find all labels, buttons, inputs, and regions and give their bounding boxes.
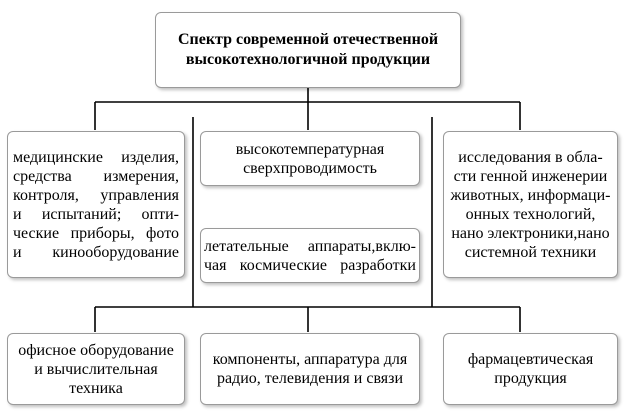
box-line: фармацевтическая: [467, 351, 594, 368]
box-line: техника: [69, 379, 123, 397]
box-line: системной техники: [464, 243, 597, 261]
office-equipment-box: офисное оборудование и вычислительная те…: [7, 333, 185, 405]
box-line: нано электроники,нано: [451, 224, 610, 242]
box-line: животных, информаци-: [450, 186, 611, 204]
box-line: чая космические разработки: [204, 256, 416, 274]
title-line: Спектр современной отечественной: [177, 31, 439, 48]
box-line: летательные аппараты,вклю-: [204, 237, 416, 255]
box-line: и кинооборудование: [13, 243, 179, 261]
box-line: ческие приборы, фото: [13, 224, 179, 242]
title-box: Спектр современной отечественной высокот…: [155, 12, 461, 88]
box-line: сти генной инженерии: [453, 167, 608, 185]
high-temperature-box: высокотемпературная сверхпроводимость: [200, 131, 420, 186]
box-line: средства измерения,: [13, 167, 179, 185]
aircraft-box: летательные аппараты,вклю- чая космическ…: [200, 228, 420, 283]
pharmaceutical-box: фармацевтическая продукция: [443, 333, 618, 405]
components-box: компоненты, аппаратура для радио, телеви…: [200, 333, 420, 405]
box-line: и испытаний; опти-: [13, 205, 179, 223]
medical-equipment-box: медицинские изделия, средства измерения,…: [7, 131, 185, 278]
box-line: офисное оборудование: [18, 341, 174, 359]
box-line: радио, телевидения и связи: [216, 370, 404, 387]
research-box: исследования в обла- сти генной инженери…: [443, 131, 618, 278]
box-line: медицинские изделия,: [13, 148, 179, 166]
box-line: онных технологий,: [465, 205, 596, 223]
title-line: высокотехнологичной продукции: [185, 51, 431, 68]
box-line: и вычислительная: [34, 360, 158, 378]
box-line: продукция: [494, 370, 567, 387]
box-line: сверхпроводимость: [243, 159, 377, 177]
box-line: исследования в обла-: [458, 148, 603, 166]
box-line: контроля, управления: [13, 186, 179, 204]
box-line: компоненты, аппаратура для: [212, 351, 408, 368]
box-line: высокотемпературная: [235, 140, 385, 158]
